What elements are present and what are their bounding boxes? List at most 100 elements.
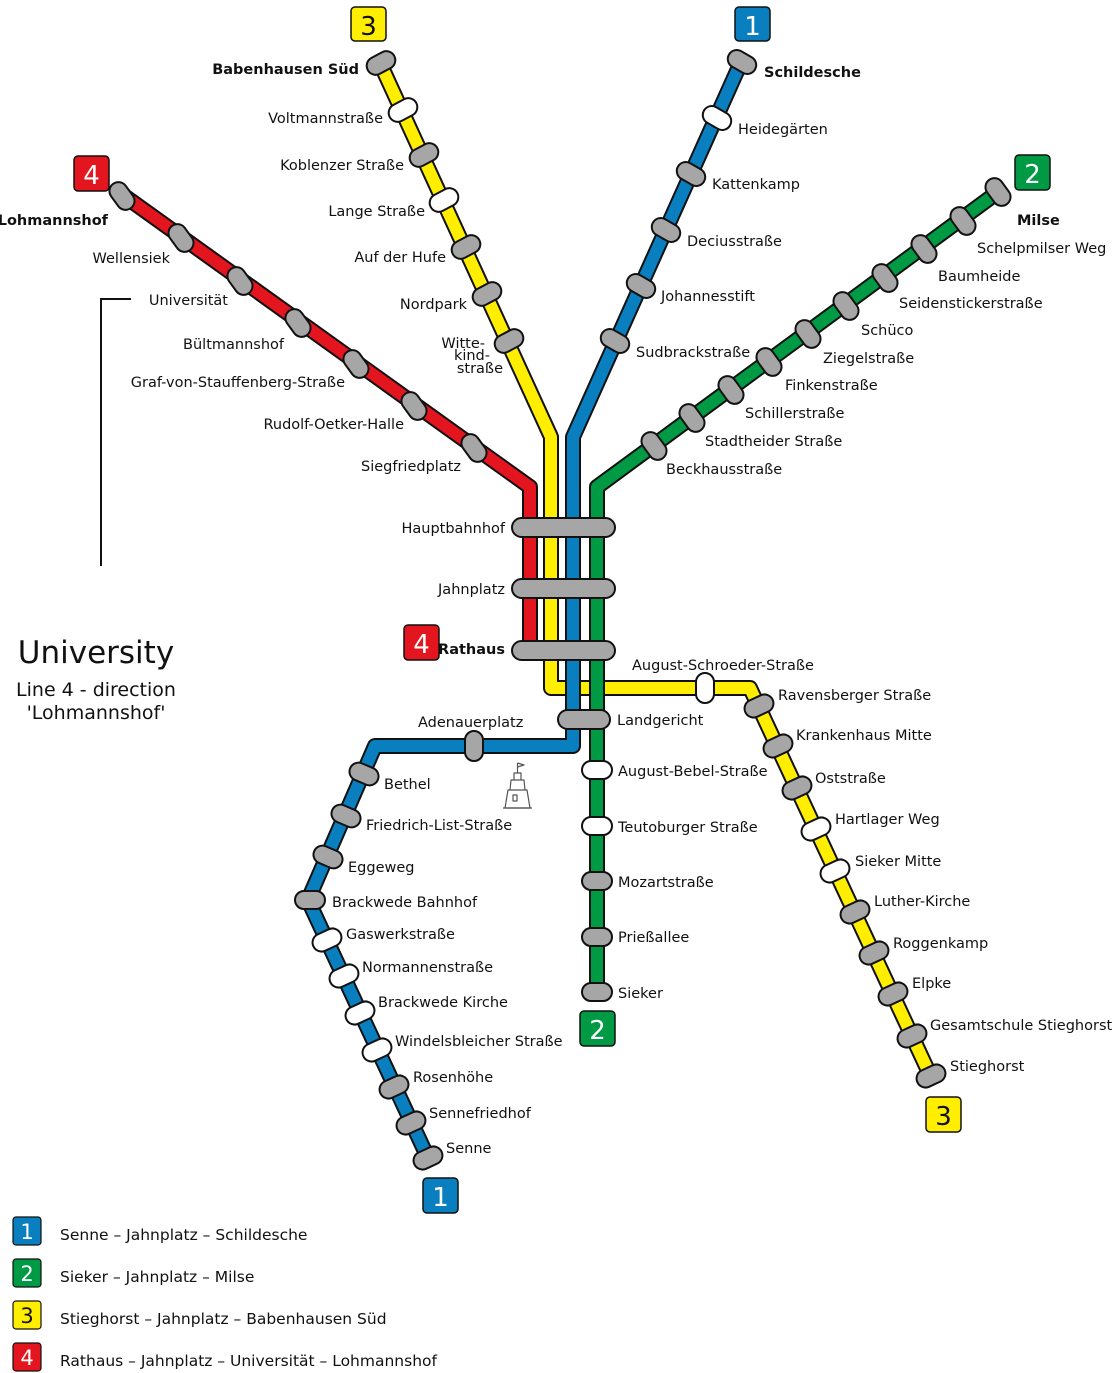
stop-stieghorst[interactable]: [914, 1062, 949, 1091]
stop-lohmannshof[interactable]: [106, 179, 138, 214]
stop-brackwede-bahnhof[interactable]: [294, 890, 326, 910]
stop-gaswerkstrasse[interactable]: [310, 926, 345, 955]
label-jahnplatz: Jahnplatz: [437, 582, 505, 598]
stop-eggeweg[interactable]: [311, 843, 346, 871]
label-sieker: Sieker: [618, 986, 663, 1002]
stop-teutoburger[interactable]: [581, 816, 613, 836]
stop-gesamtschule[interactable]: [895, 1022, 930, 1051]
legend-item-line-1[interactable]: 1 Senne – Jahnplatz – Schildesche: [12, 1216, 307, 1246]
stop-bethel[interactable]: [347, 760, 382, 788]
svg-text:3: 3: [360, 12, 377, 42]
stop-kattenkamp[interactable]: [674, 159, 709, 190]
label-lange-strasse: Lange Straße: [328, 204, 425, 220]
stop-senne[interactable]: [411, 1144, 446, 1173]
stop-lange-strasse[interactable]: [427, 185, 462, 215]
stops: [106, 47, 1014, 1173]
stop-baumheide[interactable]: [908, 232, 940, 267]
stop-sieker[interactable]: [581, 982, 613, 1002]
stop-priessallee[interactable]: [581, 927, 613, 947]
stop-graf-von-stauffenberg[interactable]: [340, 347, 372, 382]
badge-line-1-north[interactable]: 1: [734, 6, 771, 42]
stop-schillerstrasse[interactable]: [715, 373, 747, 408]
label-bethel: Bethel: [384, 777, 431, 793]
stop-milse[interactable]: [982, 175, 1014, 210]
stop-beckhausstrasse[interactable]: [638, 429, 670, 464]
stop-heidegaerten[interactable]: [700, 103, 735, 134]
stop-mozartstrasse[interactable]: [581, 871, 613, 891]
stop-friedrich-list[interactable]: [329, 802, 364, 830]
stop-windelsbleicher[interactable]: [360, 1036, 395, 1065]
stop-rudolf-oetker-halle[interactable]: [398, 389, 430, 424]
stop-sennefriedhof[interactable]: [394, 1109, 429, 1138]
label-rosenhoehe: Rosenhöhe: [413, 1070, 493, 1086]
stop-august-bebel[interactable]: [581, 760, 613, 780]
stop-wellensiek[interactable]: [165, 221, 197, 256]
badge-line-3-south[interactable]: 3: [925, 1096, 962, 1133]
stop-wittekindstrasse[interactable]: [492, 326, 527, 356]
stop-siegfriedplatz[interactable]: [458, 431, 490, 466]
badge-line-4-rathaus[interactable]: 4: [403, 624, 440, 661]
badge-line-3-north[interactable]: 3: [350, 6, 387, 42]
stop-seidenstickerstrasse[interactable]: [869, 261, 901, 296]
stop-hauptbahnhof[interactable]: [511, 517, 616, 538]
stop-johannesstift[interactable]: [624, 271, 659, 302]
stop-hartlager-weg[interactable]: [799, 815, 834, 844]
stop-sieker-mitte[interactable]: [818, 857, 853, 886]
label-brackwede-bahnhof: Brackwede Bahnhof: [332, 895, 478, 911]
stop-koblenzer-strasse[interactable]: [407, 140, 442, 170]
stop-rosenhoehe[interactable]: [377, 1073, 412, 1102]
stop-sudbrackstrasse[interactable]: [598, 326, 633, 357]
badge-line-1-south[interactable]: 1: [422, 1177, 459, 1214]
stop-oststrasse[interactable]: [780, 774, 815, 803]
stop-finkenstrasse[interactable]: [753, 345, 785, 380]
stop-august-schroeder[interactable]: [695, 672, 715, 704]
badge-line-2-north[interactable]: 2: [1014, 154, 1051, 191]
stop-luther-kirche[interactable]: [838, 898, 873, 927]
stop-schelpmilser-weg[interactable]: [947, 204, 979, 239]
label-schildesche: Schildesche: [764, 65, 861, 81]
label-sudbrackstrasse: Sudbrackstraße: [636, 345, 750, 361]
legend-item-line-4[interactable]: 4 Rathaus – Jahnplatz – Universität – Lo…: [12, 1342, 438, 1372]
stop-schildesche[interactable]: [725, 47, 760, 78]
badge-line-4-north[interactable]: 4: [73, 155, 110, 192]
label-sennefriedhof: Sennefriedhof: [429, 1106, 532, 1122]
stop-rathaus[interactable]: [511, 640, 616, 661]
label-wittekindstrasse-1: Witte-: [441, 336, 485, 352]
label-august-schroeder: August-Schroeder-Straße: [632, 658, 814, 674]
stop-deciusstrasse[interactable]: [649, 215, 684, 246]
stop-schueco[interactable]: [830, 289, 862, 324]
stop-babenhausen-sued[interactable]: [364, 48, 399, 78]
castle-icon: [503, 762, 532, 809]
stop-ravensberger[interactable]: [742, 692, 777, 721]
stop-krankenhaus-mitte[interactable]: [761, 732, 796, 761]
svg-text:2: 2: [589, 1016, 606, 1046]
label-kattenkamp: Kattenkamp: [712, 177, 800, 193]
label-stadtheider-strasse: Stadtheider Straße: [705, 434, 842, 450]
stop-roggenkamp[interactable]: [857, 939, 892, 968]
stop-voltmannstrasse[interactable]: [386, 95, 421, 125]
stop-adenauerplatz[interactable]: [464, 730, 484, 762]
stop-elpke[interactable]: [876, 980, 911, 1009]
stop-brackwede-kirche[interactable]: [343, 999, 378, 1028]
label-hauptbahnhof: Hauptbahnhof: [401, 521, 505, 537]
stop-normannenstrasse[interactable]: [327, 962, 362, 991]
stop-landgericht[interactable]: [557, 709, 611, 730]
label-wellensiek: Wellensiek: [93, 251, 171, 267]
stop-auf-der-hufe[interactable]: [449, 232, 484, 262]
label-nordpark: Nordpark: [400, 297, 468, 313]
legend-item-line-3[interactable]: 3 Stieghorst – Jahnplatz – Babenhausen S…: [12, 1300, 387, 1330]
stop-bueltmannshof[interactable]: [282, 306, 314, 341]
stop-stadtheider-strasse[interactable]: [676, 401, 708, 436]
label-senne: Senne: [446, 1141, 492, 1157]
stop-nordpark[interactable]: [470, 279, 505, 309]
label-universitaet: Universität: [149, 293, 228, 309]
legend-item-line-2[interactable]: 2 Sieker – Jahnplatz – Milse: [12, 1258, 254, 1288]
label-johannesstift: Johannesstift: [660, 289, 755, 305]
label-babenhausen-sued: Babenhausen Süd: [212, 62, 359, 78]
stop-universitaet[interactable]: [224, 264, 256, 299]
badge-line-2-south[interactable]: 2: [579, 1010, 616, 1047]
label-ziegelstrasse: Ziegelstraße: [823, 351, 914, 367]
stop-jahnplatz[interactable]: [511, 578, 616, 599]
svg-text:1: 1: [432, 1183, 449, 1213]
stop-ziegelstrasse[interactable]: [792, 317, 824, 352]
